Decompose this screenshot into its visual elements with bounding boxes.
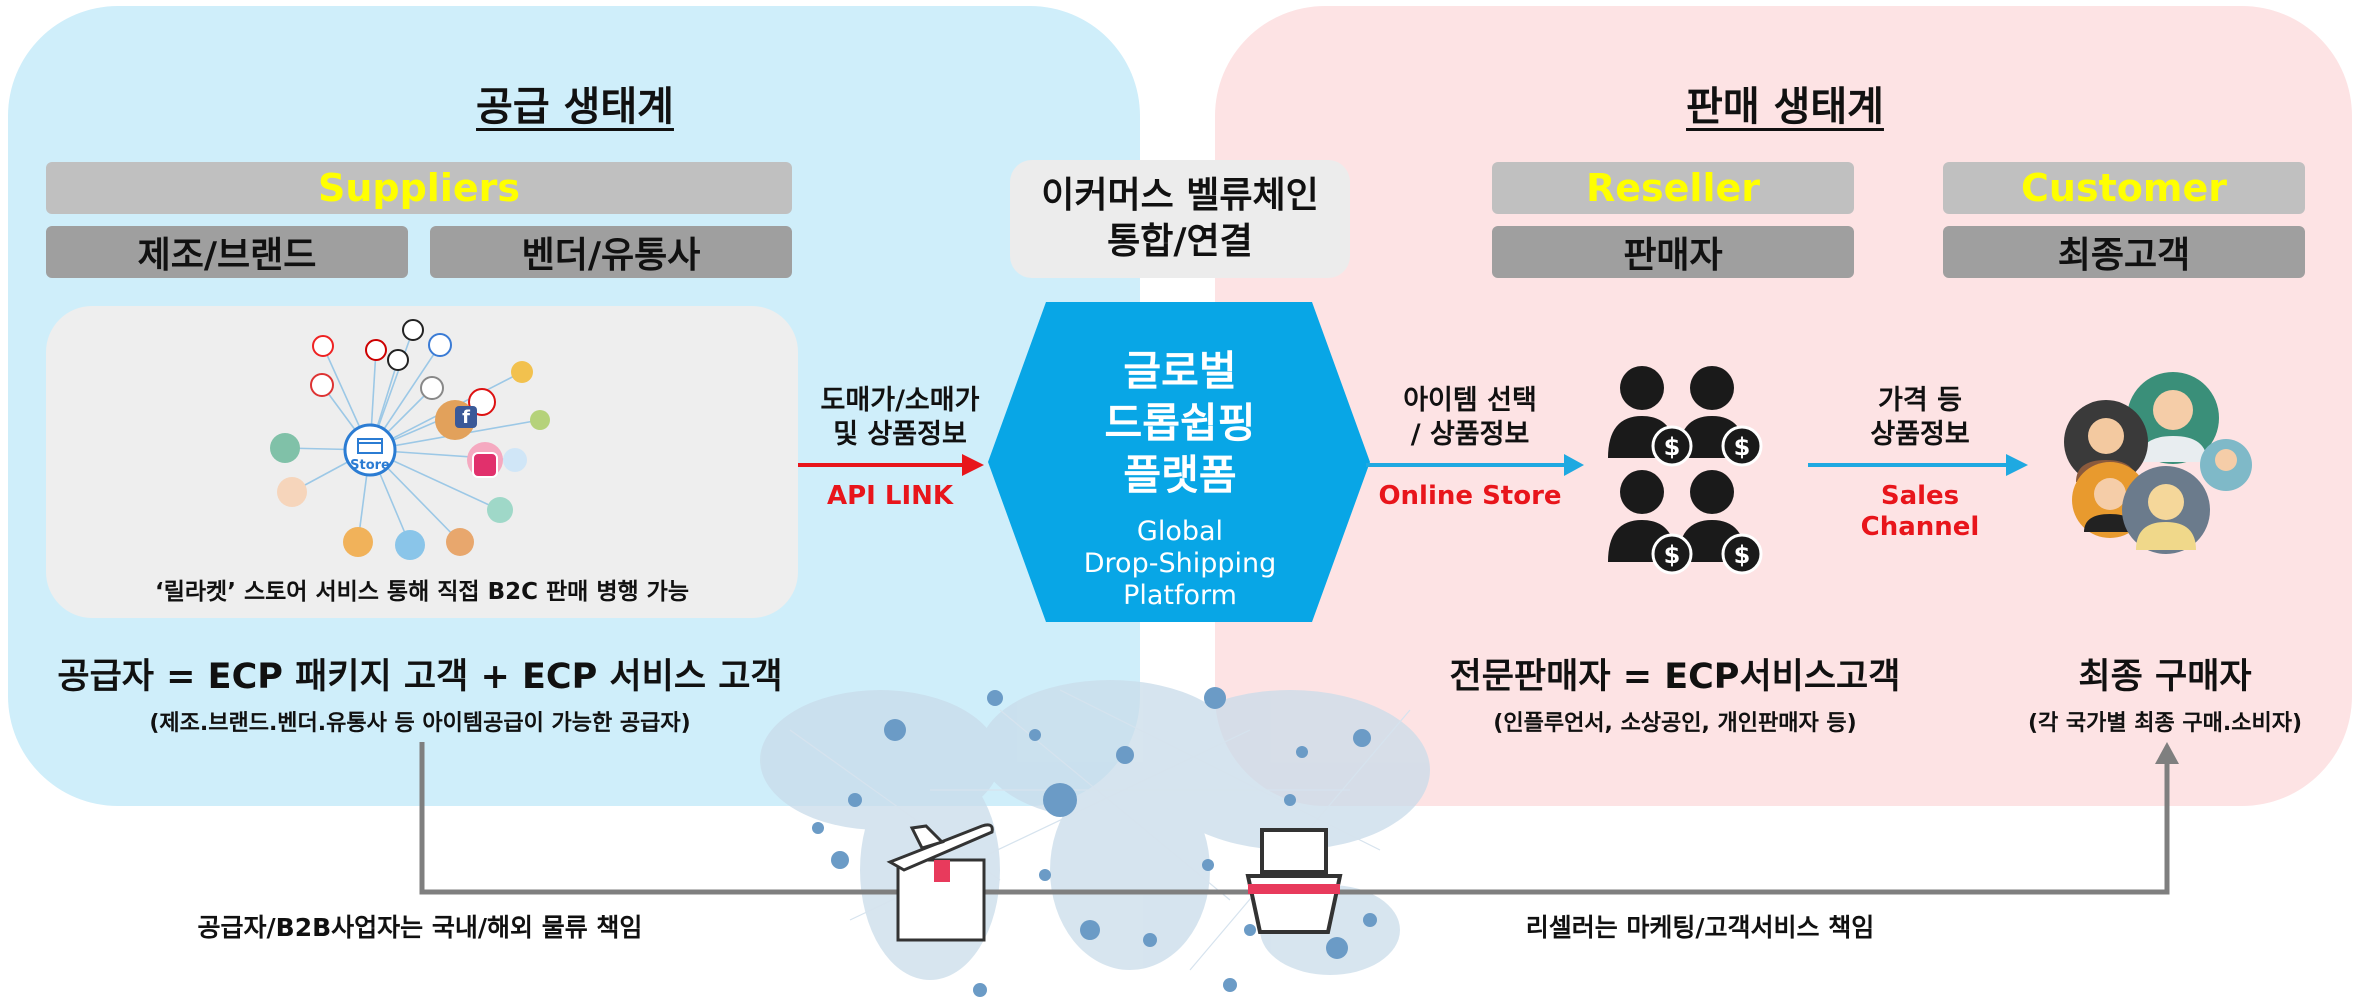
store-network-graphic: [270, 319, 550, 560]
platform-en-line2: Drop-Shipping: [1083, 548, 1277, 579]
reseller-header: Reseller: [1492, 162, 1854, 214]
platform-en-line3: Platform: [1123, 580, 1237, 611]
supplier-logistics-text: 공급자/B2B사업자는 국내/해외 물류 책임: [197, 913, 643, 942]
customer-link-text-line2: 상품정보: [1870, 419, 1970, 450]
store-node-label: Store: [350, 458, 390, 473]
reseller-service-text: 리셀러는 마케팅/고객서비스 책임: [1525, 913, 1875, 942]
reseller-group-icon: $ $ $ $: [1608, 366, 1763, 575]
facebook-icon: f: [455, 406, 477, 428]
customer-description-sub: (각 국가별 최종 구매.소비자): [2027, 711, 2303, 736]
customer-link-text-line1: 가격 등: [1878, 385, 1962, 416]
reseller-link-text-line2: / 상품정보: [1410, 419, 1530, 450]
store-caption: ‘릴라켓’ 스토어 서비스 통해 직접 B2C 판매 병행 가능: [155, 579, 689, 605]
store-network-box: [46, 306, 798, 618]
supply-link-text-line2: 및 상품정보: [833, 419, 967, 450]
sales-ecosystem-title: 판매 생태계: [1686, 84, 1884, 130]
value-chain-line1: 이커머스 벨류체인: [1041, 175, 1319, 216]
world-map-graphic: [760, 680, 1430, 997]
dollar-icon: $: [1664, 541, 1681, 569]
platform-ko-line3: 플랫폼: [1123, 451, 1237, 499]
platform-name-ko: 글로벌 드롭쉽핑 플랫폼: [990, 345, 1370, 501]
dollar-icon: $: [1664, 433, 1681, 461]
value-chain-label: 이커머스 벨류체인 통합/연결: [1010, 160, 1350, 278]
sales-channel-line2: Channel: [1860, 512, 1980, 542]
supply-to-platform-arrow: [798, 454, 984, 476]
dollar-icon: $: [1734, 541, 1751, 569]
ship-icon: [1245, 828, 1343, 934]
value-chain-line2: 통합/연결: [1107, 221, 1253, 262]
reseller-to-customer-arrow: [1808, 454, 2028, 476]
customer-header: Customer: [1943, 162, 2305, 214]
reseller-link-text-line1: 아이템 선택: [1403, 385, 1537, 416]
platform-ko-line1: 글로벌: [1123, 347, 1237, 395]
supplier-description: 공급자 = ECP 패키지 고객 + ECP 서비스 고객: [57, 657, 783, 697]
instagram-icon: [472, 452, 498, 478]
platform-ko-line2: 드롭쉽핑: [1104, 399, 1256, 447]
store-icon: [356, 435, 384, 455]
customer-description: 최종 구매자: [2078, 657, 2252, 697]
airplane-icon: [886, 823, 994, 942]
manufacturer-brand-header: 제조/브랜드: [46, 226, 408, 278]
dollar-icon: $: [1734, 433, 1751, 461]
customer-ko-header: 최종고객: [1943, 226, 2305, 278]
reseller-ko-header: 판매자: [1492, 226, 1854, 278]
online-store-label: Online Store: [1378, 481, 1562, 511]
supplier-description-sub: (제조.브랜드.벤더.유통사 등 아이템공급이 가능한 공급자): [149, 711, 691, 736]
vendor-distributor-header: 벤더/유통사: [430, 226, 792, 278]
customer-group-icon: [2064, 372, 2252, 554]
supply-link-text-line1: 도매가/소매가: [820, 385, 980, 416]
sales-channel-line1: Sales: [1880, 481, 1960, 511]
api-link-label: API LINK: [826, 481, 954, 511]
reseller-description-sub: (인플루언서, 소상공인, 개인판매자 등): [1493, 711, 1857, 736]
platform-hexagon: [988, 302, 1370, 622]
platform-name-en: Global Drop-Shipping Platform: [990, 516, 1370, 612]
reseller-description: 전문판매자 = ECP서비스고객: [1449, 657, 1901, 697]
platform-en-line1: Global: [1136, 516, 1224, 547]
suppliers-header: Suppliers: [46, 162, 792, 214]
platform-to-reseller-arrow: [1366, 454, 1584, 476]
supply-ecosystem-title: 공급 생태계: [476, 84, 674, 130]
